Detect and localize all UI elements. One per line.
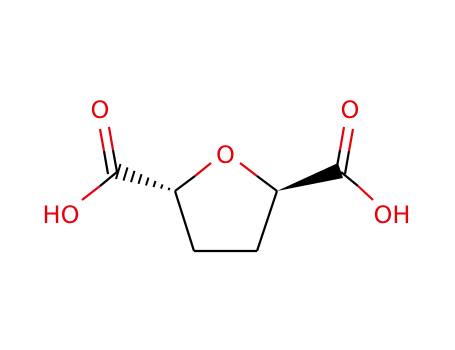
left-c-double-o-2-red: [98, 128, 106, 152]
right-c-oh-red: [357, 185, 374, 201]
ring-bonds: [173, 162, 279, 253]
right-c-double-o-2-black: [343, 150, 351, 175]
hash-3: [152, 180, 157, 188]
left-c-oh-red: [81, 185, 101, 201]
hash-2: [160, 184, 164, 189]
bond-o-c5-black: [256, 175, 278, 192]
bond-c3-c2: [173, 190, 196, 252]
hash-1: [167, 187, 171, 191]
left-carboxyl-bonds: [81, 126, 119, 201]
ring-oxygen-label: O: [216, 141, 235, 169]
right-c-double-o-2-red: [347, 128, 355, 152]
hash-4: [145, 177, 150, 186]
right-carboxyl-bonds: [334, 126, 374, 201]
left-hydroxyl-label: HO: [43, 201, 80, 229]
right-carbonyl-oxygen-label: O: [341, 96, 360, 124]
right-hydroxyl-label: OH: [374, 201, 411, 229]
hash-6: [130, 170, 136, 183]
right-c-double-o-1-black: [334, 149, 342, 173]
left-carbonyl-oxygen-label: O: [91, 96, 110, 124]
bond-c2-o-black: [174, 175, 196, 192]
bond-o-c5-red: [239, 162, 258, 177]
right-solid-wedge-bond: [277, 163, 343, 191]
bond-c5-c4: [255, 190, 279, 252]
atom-labels: O O HO O OH: [43, 96, 411, 229]
left-hashed-wedge-bond: [115, 163, 171, 191]
right-c-oh-black: [340, 171, 359, 187]
hash-7: [122, 167, 129, 181]
left-c-double-o-1-black: [111, 149, 119, 173]
hash-8: [115, 163, 122, 180]
left-c-double-o-1-red: [107, 126, 115, 151]
left-c-oh-black: [99, 171, 118, 187]
left-c-double-o-2-black: [102, 150, 110, 175]
hash-5: [137, 173, 143, 185]
bond-c2-o-red: [194, 162, 212, 177]
right-c-double-o-1-red: [338, 126, 346, 151]
